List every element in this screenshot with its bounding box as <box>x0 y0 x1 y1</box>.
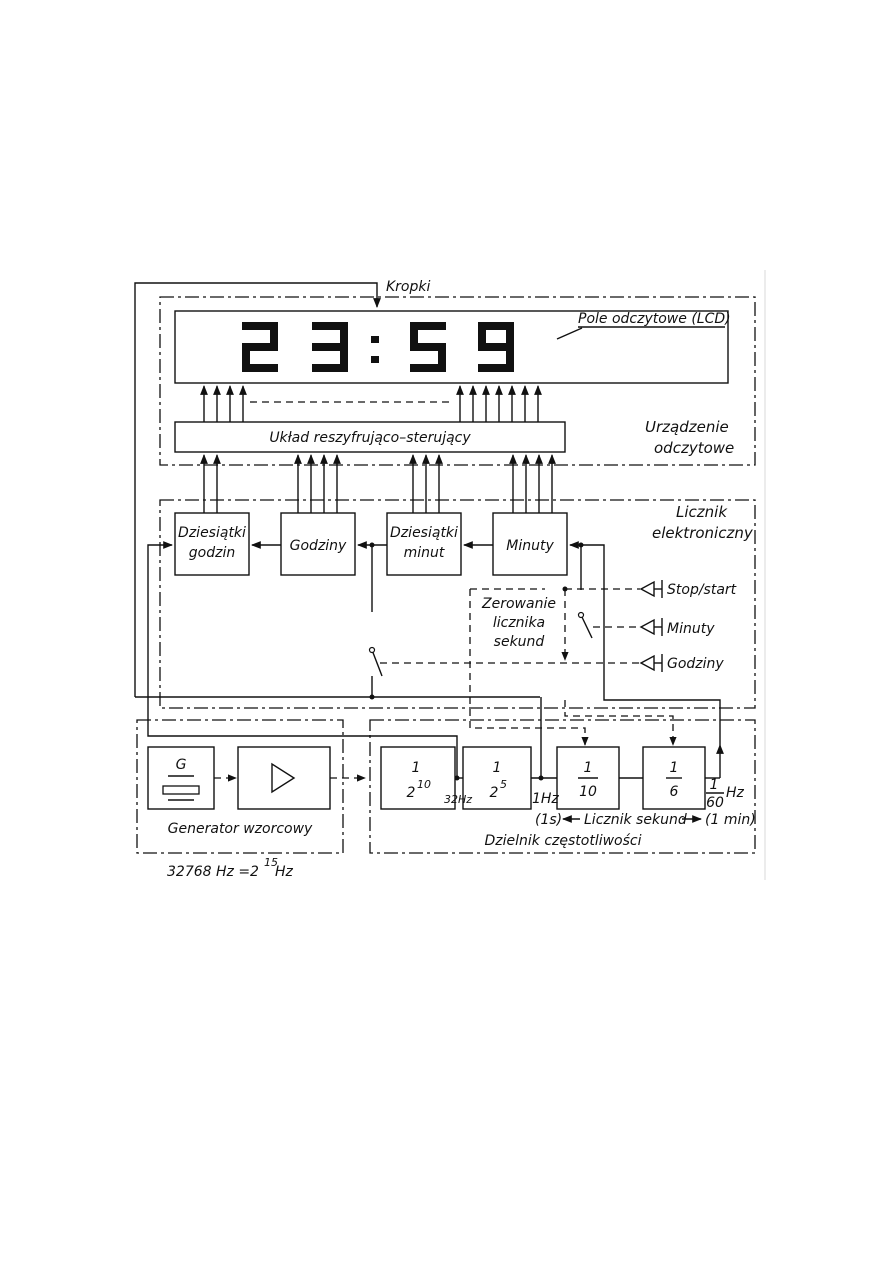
div1-num: 1 <box>412 760 421 776</box>
div1-den: 2 <box>407 785 416 801</box>
hours-label: Godziny <box>290 538 347 554</box>
crystal-icon <box>162 785 200 795</box>
div-6-box <box>642 746 706 810</box>
minutes-box <box>492 512 568 576</box>
reset-dash-right <box>564 700 677 746</box>
segment-d <box>312 364 348 372</box>
stop-start-label: Stop/start <box>667 582 737 598</box>
hours-box <box>280 512 356 576</box>
tens-minutes-label-2: minut <box>404 545 445 561</box>
decoder-label: Układ reszyfrująco–sterujący <box>269 430 471 446</box>
tens-minutes-label-1: Dziesiątki <box>390 525 458 541</box>
div2-den: 2 <box>490 785 499 801</box>
div3-den: 10 <box>579 784 597 800</box>
divider-chain <box>147 697 724 781</box>
tens-hours-box <box>174 512 250 576</box>
hours-button-label: Godziny <box>667 656 724 672</box>
segment-b <box>270 322 278 347</box>
div4-den: 6 <box>670 784 679 800</box>
amplifier-box <box>237 746 331 810</box>
segment-d <box>478 364 514 372</box>
div-1024-box <box>380 746 456 810</box>
counter-chain <box>135 541 721 745</box>
divider-label: Dzielnik częstotliwości <box>484 833 641 849</box>
segment-a <box>410 322 446 330</box>
minutes-label: Minuty <box>506 538 554 554</box>
segment-e <box>242 347 250 372</box>
segment-a <box>478 322 514 330</box>
hz1-label: 1Hz <box>532 791 559 807</box>
div2-num: 1 <box>493 760 502 776</box>
segment-b <box>340 322 348 347</box>
lcd-digits <box>242 322 514 372</box>
segment-g <box>410 343 446 351</box>
segment-g <box>242 343 278 351</box>
oscillator-box <box>147 746 215 810</box>
segment-g <box>478 343 514 351</box>
tens-minutes-box <box>386 512 462 576</box>
oscillator-g: G <box>176 757 187 773</box>
minutes-button-label: Minuty <box>667 621 715 637</box>
div3-num: 1 <box>584 760 593 776</box>
out-num: 1 <box>710 777 719 793</box>
out-den: 60 <box>706 795 724 811</box>
reset-label-3: sekund <box>494 634 545 650</box>
digit-2 <box>242 322 278 372</box>
out-unit: Hz <box>726 785 745 801</box>
counter-label-1: Licznik <box>676 503 728 521</box>
lcd-label: Pole odczytowe (LCD) <box>578 311 731 327</box>
control-buttons: Stop/start Minuty Godziny <box>380 580 737 672</box>
decoder-to-lcd-arrows <box>200 385 542 422</box>
reset-dash-left <box>469 589 589 746</box>
one-minute-label: (1 min) <box>705 812 756 828</box>
freq-base: 32768 Hz =2 <box>167 864 259 880</box>
segment-b <box>506 322 514 347</box>
readout-device-label-2: odczytowe <box>654 439 734 457</box>
segment-d <box>410 364 446 372</box>
tens-hours-label-2: godzin <box>189 545 235 561</box>
segment-g <box>312 343 348 351</box>
kropki-line <box>134 282 381 697</box>
digit-9 <box>478 322 514 372</box>
segment-f <box>478 322 486 347</box>
generator-label: Generator wzorcowy <box>168 821 313 837</box>
generator-frame <box>136 719 344 854</box>
segment-c <box>506 347 514 372</box>
seconds-counter-label: Licznik sekund <box>584 812 687 828</box>
div4-num: 1 <box>670 760 679 776</box>
segment-c <box>438 347 446 372</box>
readout-device-frame <box>159 296 756 466</box>
counter-label-2: elektroniczny <box>652 524 754 542</box>
divider-frame <box>369 719 756 854</box>
freq-unit: Hz <box>275 864 294 880</box>
segment-a <box>312 322 348 330</box>
segment-c <box>340 347 348 372</box>
tens-hours-label-1: Dziesiątki <box>178 525 246 541</box>
colon-dots <box>371 336 379 363</box>
div1-exp: 10 <box>417 778 431 791</box>
hz32-label: 32Hz <box>444 793 472 806</box>
electronic-counter-frame <box>159 499 756 709</box>
amplifier-icon <box>271 762 296 794</box>
segment-f <box>410 322 418 347</box>
one-second-label: (1s) <box>535 812 562 828</box>
counters-to-decoder-arrows <box>200 454 556 513</box>
div2-exp: 5 <box>500 778 507 791</box>
digit-5 <box>410 322 446 372</box>
freq-exp: 15 <box>264 856 278 869</box>
div-32-box <box>462 746 532 810</box>
reset-label-1: Zerowanie <box>481 596 556 612</box>
readout-device-label-1: Urządzenie <box>645 418 729 436</box>
segment-d <box>242 364 278 372</box>
lcd-label-pointer <box>556 327 583 340</box>
reset-label-2: licznika <box>493 615 545 631</box>
decoder-box <box>174 421 566 453</box>
digit-3 <box>312 322 348 372</box>
segment-a <box>242 322 278 330</box>
kropki-label: Kropki <box>386 279 430 295</box>
